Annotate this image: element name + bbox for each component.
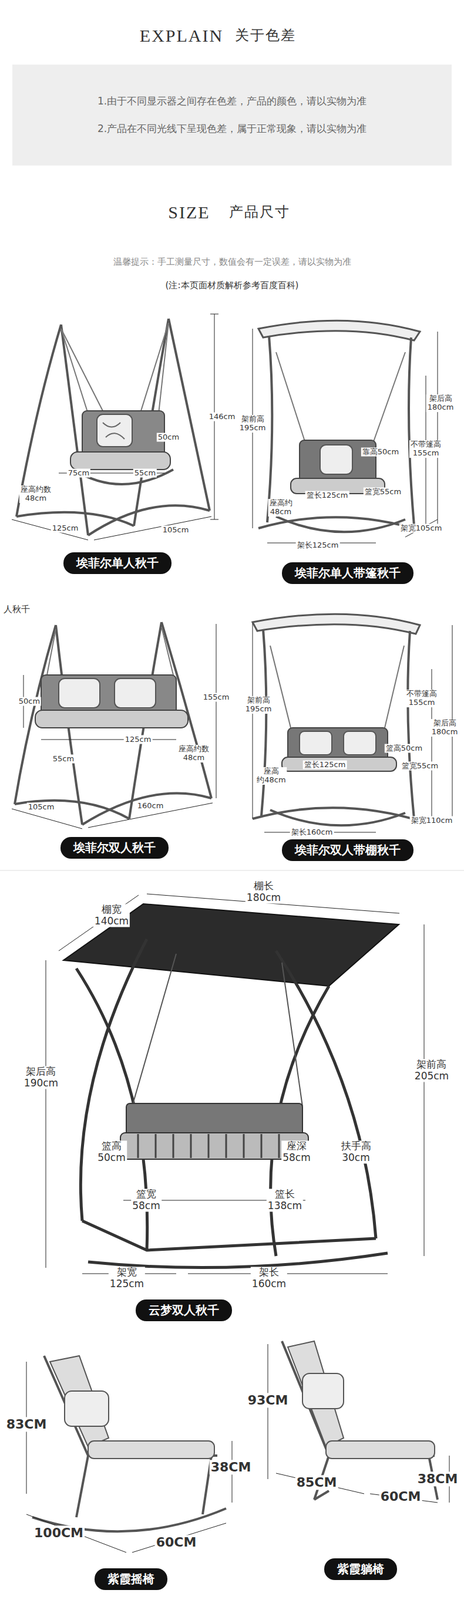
product-name-pill: 埃菲尔单人带篷秋千 [281,562,414,585]
dimension-label: 篮宽 58cm [130,1189,162,1213]
dimension-label: 55cm [133,469,157,479]
dimension-label: 篮长125cm [303,761,348,771]
dimension-label: 棚宽 140cm [93,904,130,928]
note-text: 1.由于不同显示器之间存在色差，产品的颜色，请以实物为准 [97,94,367,109]
dimension-label: 架宽110cm [409,816,455,826]
section-heading: 产品尺寸 [227,204,292,221]
dimension-label: 架前高 195cm [238,415,268,433]
note-text: 温馨提示：手工测量尺寸，数值会有一定误差，请以实物为准 [112,257,353,268]
dimension-label: 不带篷高 155cm [405,690,439,708]
product-name: 埃菲尔双人带棚秋千 [294,842,401,859]
dimension-label: 93CM [246,1393,290,1409]
dimension-label: 架长160cm [290,828,335,838]
product-name: 埃菲尔单人带篷秋千 [294,565,401,582]
product-name-pill: 紫霞躺椅 [324,1559,398,1582]
dimension-label: 125cm [123,735,153,745]
dimension-label: 38CM [416,1472,460,1488]
dimension-label: 60CM [379,1490,423,1505]
product-name-pill: 埃菲尔双人带棚秋千 [281,839,414,862]
note-text: (注:本页面材质解析参考百度百科) [164,280,301,291]
dimension-label: 架长 160cm [250,1267,288,1291]
dimension-label: 105cm [27,803,56,813]
product-name-pill: 紫霞摇椅 [94,1569,168,1592]
product-name-pill: 云梦双人秋千 [135,1300,232,1323]
dimension-label: 篮高 50cm [96,1141,127,1165]
section-heading: SIZE [166,202,211,224]
dimension-label: 棚长 180cm [245,881,282,904]
dimension-label: 60CM [155,1535,198,1551]
dimension-label: 105cm [161,526,191,536]
dimension-label: 85CM [295,1475,339,1491]
dimension-label: 篮长125cm [305,491,350,501]
dimension-label: 座高 约48cm [255,767,287,786]
product-name: 紫霞摇椅 [107,1572,155,1589]
note-band: 1.由于不同显示器之间存在色差，产品的颜色，请以实物为准 2.产品在不同光线下呈现… [12,64,452,166]
dimension-label: 座深 58cm [281,1141,312,1165]
dimension-label: 架后高 190cm [22,1066,60,1090]
dimension-label: 架长125cm [296,541,341,551]
dimension-label: 50cm [156,433,181,443]
dimension-label: 38CM [209,1460,253,1476]
dimension-label: 篮宽55cm [400,762,440,772]
dimension-label: 125cm [51,524,80,534]
dimension-label: 架后高 180cm [426,394,456,413]
section-heading: EXPLAIN [138,25,225,47]
dimension-label: 篮长 138cm [266,1189,304,1213]
dimension-label: 人秋千 [2,604,32,615]
dimension-label: 座高约数 48cm [177,745,211,763]
dimension-label: 篮宽55cm [363,488,403,497]
dimension-label: 146cm [207,412,237,422]
dimension-label: 扶手高 30cm [340,1141,373,1165]
product-name: 紫霞躺椅 [337,1562,385,1579]
dimension-label: 50cm [17,697,42,707]
product-name: 埃菲尔单人秋千 [76,555,159,572]
note-text: 2.产品在不同光线下呈现色差，属于正常现象，请以实物为准 [97,122,367,136]
dimension-label: 75cm [66,469,91,479]
dimension-label: 架后高 180cm [430,719,460,738]
dimension-label: 架前高 205cm [413,1059,450,1083]
dimension-label: 83CM [5,1417,49,1433]
product-name-pill: 埃菲尔双人秋千 [60,837,169,860]
dimension-label: 篮高50cm [384,744,424,754]
dimension-label: 座高约 48cm [268,499,294,517]
dimension-label: 靠高50cm [361,448,400,457]
product-name: 云梦双人秋千 [148,1303,220,1320]
dimension-label: 155cm [202,693,231,703]
dimension-label: 不带篷高 155cm [409,440,443,459]
product-name: 埃菲尔双人秋千 [73,840,156,857]
dimension-label: 架宽105cm [399,524,444,534]
dimension-label: 100CM [32,1526,85,1542]
dimension-label: 55cm [51,755,76,765]
dimension-label: 座高约数 48cm [19,485,53,504]
section-heading: 关于色差 [233,27,298,45]
dimension-label: 架前高 195cm [244,696,274,715]
dimension-label: 160cm [136,802,166,812]
product-name-pill: 埃菲尔单人秋千 [63,552,172,575]
dimension-label: 架宽 125cm [108,1267,146,1291]
